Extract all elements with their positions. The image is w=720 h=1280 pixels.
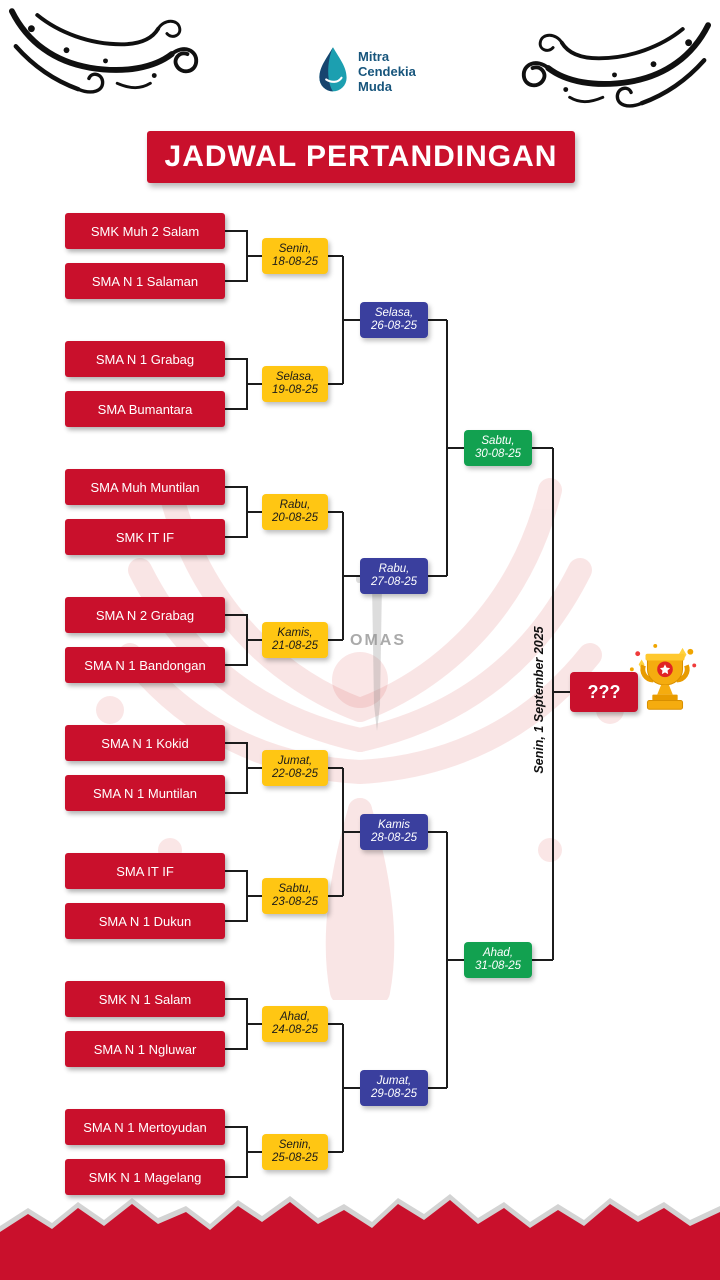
team-box: SMA IT IF [65,853,225,889]
team-box: SMA N 1 Kokid [65,725,225,761]
team-box: SMA Bumantara [65,391,225,427]
team-box: SMK Muh 2 Salam [65,213,225,249]
match-date-badge: Jumat,22-08-25 [262,750,328,786]
team-box: SMA N 2 Grabag [65,597,225,633]
quarterfinal-date-badge: Rabu,27-08-25 [360,558,428,594]
match-date-badge: Senin,18-08-25 [262,238,328,274]
match-date-badge: Senin,25-08-25 [262,1134,328,1170]
team-box: SMA N 1 Salaman [65,263,225,299]
corner-swirl-icon [521,22,712,108]
brand-name: Mitra Cendekia Muda [358,49,416,94]
final-date-label: Senin, 1 September 2025 [532,626,546,774]
water-drop-logo-icon [319,47,347,92]
match-date-badge: Rabu,20-08-25 [262,494,328,530]
brand-line-3: Muda [358,78,392,94]
team-box: SMK N 1 Magelang [65,1159,225,1195]
champion-placeholder: ??? [570,672,638,712]
semifinal-date-badge: Ahad,31-08-25 [464,942,532,978]
corner-swirl-icon [8,8,199,94]
brand-line-2: Cendekia [358,63,416,79]
quarterfinal-date-badge: Jumat,29-08-25 [360,1070,428,1106]
semifinal-date-badge: Sabtu,30-08-25 [464,430,532,466]
team-box: SMA N 1 Bandongan [65,647,225,683]
brand-logo: Mitra Cendekia Muda [316,44,416,98]
page-title: JADWAL PERTANDINGAN [147,131,575,183]
team-box: SMK IT IF [65,519,225,555]
team-box: SMA N 1 Mertoyudan [65,1109,225,1145]
match-date-badge: Sabtu,23-08-25 [262,878,328,914]
match-date-badge: Ahad,24-08-25 [262,1006,328,1042]
team-box: SMA N 1 Ngluwar [65,1031,225,1067]
brand-line-1: Mitra [358,48,390,64]
trophy-icon [629,643,697,710]
team-box: SMA N 1 Dukun [65,903,225,939]
match-date-badge: Kamis,21-08-25 [262,622,328,658]
team-box: SMK N 1 Salam [65,981,225,1017]
team-box: SMA N 1 Grabag [65,341,225,377]
team-box: SMA Muh Muntilan [65,469,225,505]
team-box: SMA N 1 Muntilan [65,775,225,811]
torn-paper-edge [0,1194,720,1280]
match-date-badge: Selasa,19-08-25 [262,366,328,402]
quarterfinal-date-badge: Selasa,26-08-25 [360,302,428,338]
